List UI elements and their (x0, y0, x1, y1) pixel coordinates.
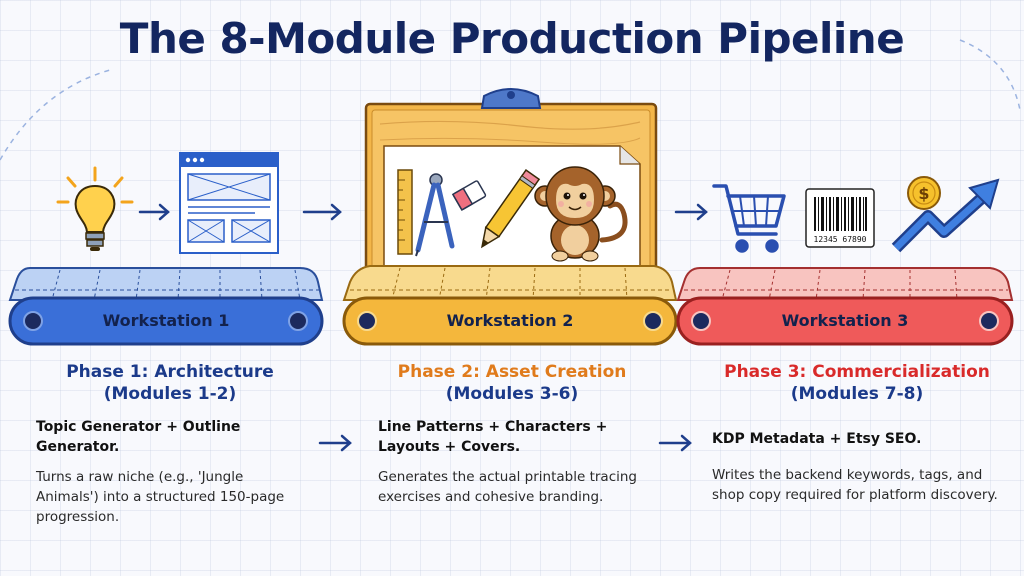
dollar-coin-icon: $ (907, 176, 941, 210)
phase-3-modules: (Modules 7-8) (790, 384, 924, 404)
flow-arrow-3 (674, 203, 708, 221)
dashed-curve-right (959, 39, 1021, 111)
phase-3-summary: KDP Metadata + Etsy SEO. (712, 431, 922, 447)
lightbulb-icon (56, 166, 134, 251)
barcode-icon: 12345 67890 (805, 188, 875, 248)
workstation-3-belt (676, 296, 1014, 346)
phase-2-modules: (Modules 3-6) (445, 384, 579, 404)
phase-1-modules: (Modules 1-2) (103, 384, 237, 404)
phase-3-description: Writes the backend keywords, tags, and s… (712, 467, 998, 503)
shopping-cart-icon (712, 184, 786, 253)
phase-1-title: Phase 1: Architecture (66, 362, 274, 382)
workstation-2-belt (342, 296, 678, 346)
ruler-icon (397, 169, 413, 255)
flow-arrow-4 (318, 434, 352, 452)
flow-arrow-5 (658, 434, 692, 452)
phase-1-summary: Topic Generator + Outline Generator. (36, 419, 241, 455)
barcode-number: 12345 67890 (814, 235, 867, 244)
phase-2-column: Phase 2: Asset Creation (Modules 3-6) Li… (378, 361, 646, 507)
page-title: The 8-Module Production Pipeline (119, 14, 905, 63)
phase-1-description: Turns a raw niche (e.g., 'Jungle Animals… (36, 469, 285, 525)
phase-2-description: Generates the actual printable tracing e… (378, 469, 638, 505)
workstation-2-label: Workstation 2 (446, 311, 574, 330)
conveyor-belt-2 (342, 265, 678, 346)
conveyor-belt-3 (676, 267, 1014, 346)
dashed-curve-left (0, 69, 111, 161)
workstation-1-label: Workstation 1 (102, 311, 230, 330)
growth-arrow-icon (891, 178, 1000, 253)
conveyor-belt-1 (8, 267, 324, 346)
phase-2-summary: Line Patterns + Characters + Layouts + C… (378, 419, 608, 455)
flow-arrow-1 (138, 203, 170, 221)
phase-1-column: Phase 1: Architecture (Modules 1-2) Topi… (36, 361, 304, 527)
phase-3-column: Phase 3: Commercialization (Modules 7-8)… (712, 361, 1002, 505)
svg-text:$: $ (918, 184, 929, 203)
compass-icon (415, 173, 455, 257)
phase-2-title: Phase 2: Asset Creation (397, 362, 627, 382)
flow-arrow-2 (302, 203, 342, 221)
workstation-3-label: Workstation 3 (781, 311, 909, 330)
monkey-icon (534, 166, 628, 262)
workstation-1-belt (8, 296, 324, 346)
eraser-icon (451, 180, 487, 211)
phase-3-title: Phase 3: Commercialization (724, 362, 990, 382)
wireframe-icon (179, 152, 279, 254)
pencil-icon (480, 169, 541, 249)
